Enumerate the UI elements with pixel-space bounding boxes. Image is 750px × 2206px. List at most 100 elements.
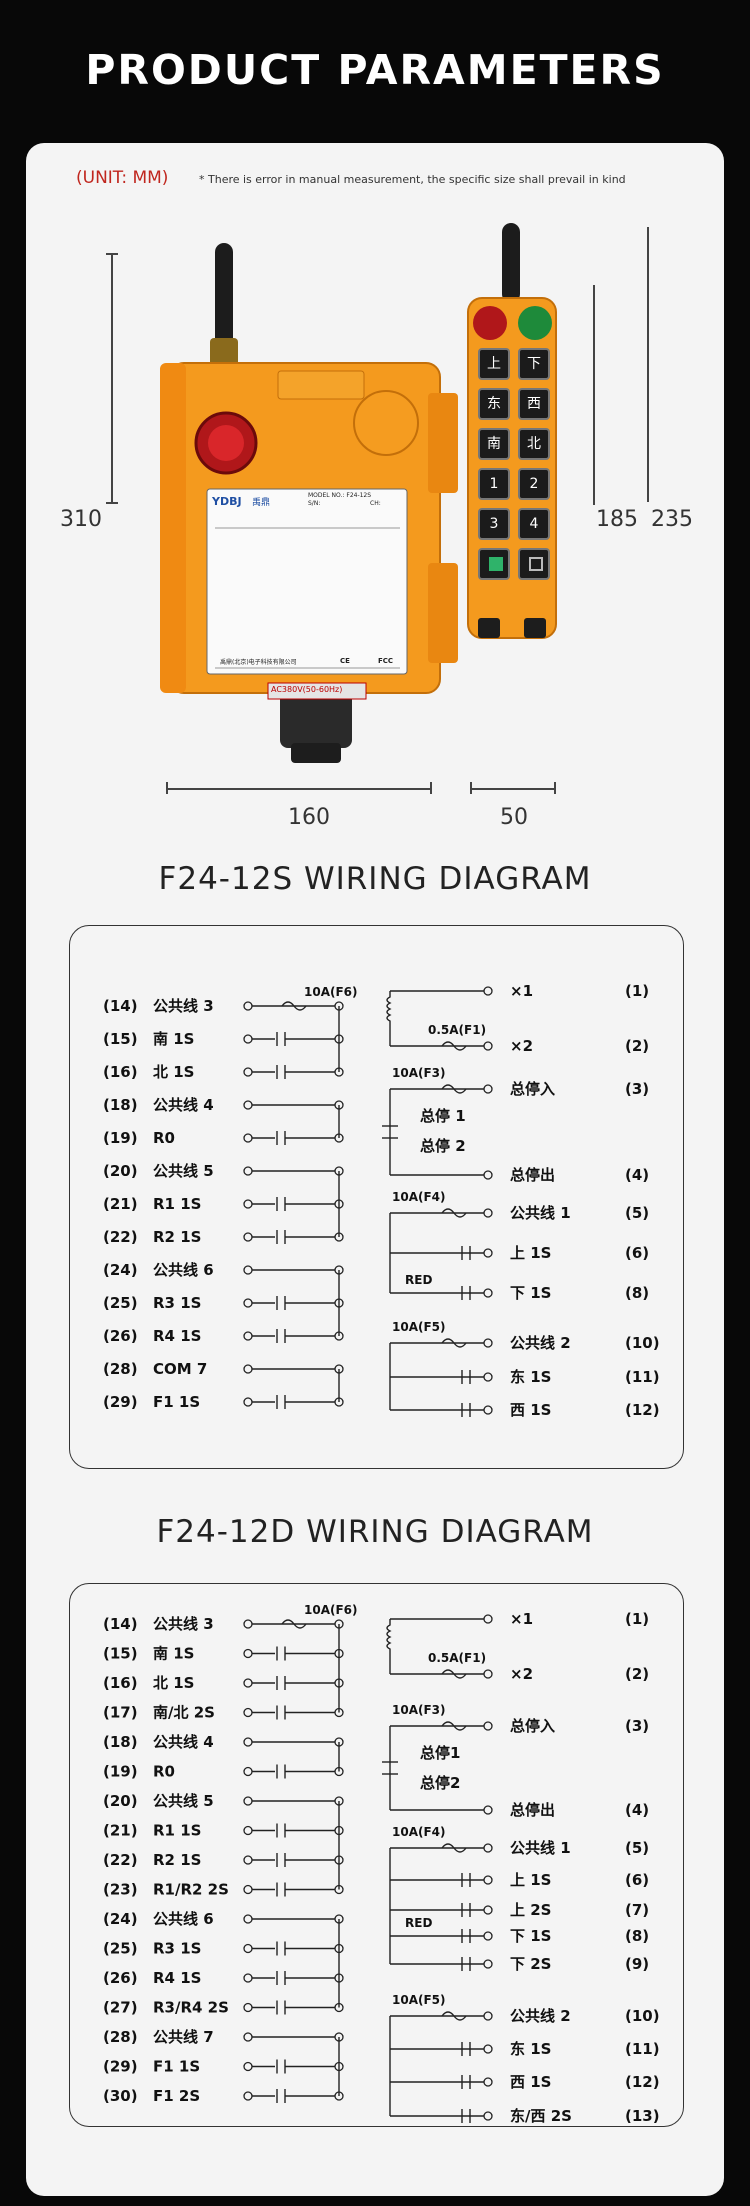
fuse-symbol bbox=[441, 1084, 467, 1094]
receiver-sn: S/N: bbox=[308, 500, 321, 507]
right-terminal-name: 下 2S bbox=[510, 1955, 551, 1973]
fuse-label: RED bbox=[405, 1916, 432, 1930]
terminal bbox=[243, 1766, 253, 1777]
left-terminal-name: R3 1S bbox=[153, 1940, 201, 1958]
terminal bbox=[243, 1825, 253, 1836]
terminal bbox=[483, 1248, 493, 1258]
fuse-label: 10A(F5) bbox=[392, 1993, 446, 2007]
fuse-label: 0.5A(F1) bbox=[428, 1651, 486, 1665]
dim-line-height-235 bbox=[647, 227, 649, 502]
right-terminal-name: ×2 bbox=[510, 1665, 533, 1683]
terminal bbox=[483, 1805, 493, 1815]
terminal bbox=[483, 1041, 493, 1051]
fuse-label: 0.5A(F1) bbox=[428, 1023, 486, 1037]
terminal bbox=[483, 1875, 493, 1885]
dim-tick bbox=[106, 253, 118, 255]
button-1[interactable]: 1 bbox=[478, 468, 510, 500]
terminal bbox=[243, 1619, 253, 1629]
terminal bbox=[243, 2002, 253, 2013]
terminal bbox=[243, 1737, 253, 1747]
receiver-fcc: FCC bbox=[378, 657, 394, 665]
fuse-symbol bbox=[441, 1843, 467, 1853]
dim-width-50: 50 bbox=[500, 805, 528, 830]
dim-line-height-big bbox=[111, 253, 113, 503]
left-terminal-number: (30) bbox=[103, 2087, 138, 2105]
terminal bbox=[243, 1133, 253, 1143]
right-terminal-name: 上 2S bbox=[510, 1901, 551, 1919]
left-terminal-number: (20) bbox=[103, 1162, 138, 1180]
right-terminal-number: (8) bbox=[625, 1284, 649, 1302]
button-north[interactable]: 北 bbox=[518, 428, 550, 460]
terminal bbox=[243, 1034, 253, 1044]
right-terminal-name: 上 1S bbox=[510, 1871, 551, 1889]
left-terminal-name: 南 1S bbox=[153, 1030, 194, 1048]
transmitter-unit: 上 下 东 西 南 北 1 2 3 4 bbox=[458, 223, 568, 763]
button-3[interactable]: 3 bbox=[478, 508, 510, 540]
right-terminal-number: (4) bbox=[625, 1166, 649, 1184]
button-start[interactable] bbox=[478, 548, 510, 580]
button-4[interactable]: 4 bbox=[518, 508, 550, 540]
diagram2-title: F24-12D WIRING DIAGRAM bbox=[156, 1514, 594, 1550]
left-terminal-name: 南 1S bbox=[153, 1645, 194, 1663]
right-terminal-number: (13) bbox=[625, 2107, 660, 2125]
right-terminal-name: 公共线 1 bbox=[510, 1839, 571, 1857]
left-terminal-number: (19) bbox=[103, 1129, 138, 1147]
right-terminal-name: 下 1S bbox=[510, 1284, 551, 1302]
dim-line-width-160 bbox=[166, 788, 431, 790]
fuse-label: 10A(F6) bbox=[304, 1603, 358, 1617]
right-terminal-name: 总停入 bbox=[510, 1080, 555, 1098]
right-terminal-name: 总停入 bbox=[510, 1717, 555, 1735]
button-up[interactable]: 上 bbox=[478, 348, 510, 380]
left-terminal-number: (28) bbox=[103, 2028, 138, 2046]
button-west[interactable]: 西 bbox=[518, 388, 550, 420]
dim-tick bbox=[554, 782, 556, 794]
right-terminal-name: ×2 bbox=[510, 1037, 533, 1055]
right-terminal-name: 东 1S bbox=[510, 1368, 551, 1386]
right-terminal-number: (5) bbox=[625, 1839, 649, 1857]
right-terminal-name: 总停出 bbox=[510, 1801, 555, 1819]
button-down[interactable]: 下 bbox=[518, 348, 550, 380]
right-terminal-name: 总停出 bbox=[510, 1166, 555, 1184]
terminal bbox=[483, 1669, 493, 1679]
terminal bbox=[243, 1364, 253, 1374]
left-terminal-name: R2 1S bbox=[153, 1851, 201, 1869]
fuse-symbol bbox=[441, 1669, 467, 1679]
right-terminal-name: ×1 bbox=[510, 1610, 533, 1628]
terminal bbox=[483, 1721, 493, 1731]
left-terminal-name: 公共线 7 bbox=[153, 2028, 214, 2046]
terminal bbox=[243, 1678, 253, 1688]
left-terminal-name: F1 1S bbox=[153, 1393, 200, 1411]
parameters-card: (UNIT: MM) * There is error in manual me… bbox=[26, 143, 724, 2196]
terminal bbox=[483, 986, 493, 996]
right-terminal-name: 公共线 1 bbox=[510, 1204, 571, 1222]
terminal bbox=[483, 1084, 493, 1094]
left-terminal-number: (21) bbox=[103, 1822, 138, 1840]
button-2[interactable]: 2 bbox=[518, 468, 550, 500]
left-terminal-number: (22) bbox=[103, 1228, 138, 1246]
fuse-symbol bbox=[441, 1208, 467, 1218]
button-east[interactable]: 东 bbox=[478, 388, 510, 420]
dim-line-height-185 bbox=[593, 285, 595, 505]
button-function[interactable] bbox=[518, 548, 550, 580]
terminal bbox=[483, 2011, 493, 2021]
left-terminal-number: (28) bbox=[103, 1360, 138, 1378]
stop-label: 总停 2 bbox=[420, 1137, 466, 1155]
terminal bbox=[243, 2032, 253, 2042]
left-terminal-name: 北 1S bbox=[153, 1674, 194, 1692]
receiver-ch: CH: bbox=[370, 500, 381, 507]
terminal bbox=[243, 1707, 253, 1718]
right-terminal-number: (5) bbox=[625, 1204, 649, 1222]
button-south[interactable]: 南 bbox=[478, 428, 510, 460]
terminal bbox=[243, 1067, 253, 1077]
left-terminal-name: 公共线 6 bbox=[153, 1261, 214, 1279]
left-terminal-name: 公共线 4 bbox=[153, 1733, 214, 1751]
terminal bbox=[483, 1170, 493, 1180]
terminal bbox=[483, 1208, 493, 1218]
right-terminal-number: (8) bbox=[625, 1927, 649, 1945]
left-terminal-number: (25) bbox=[103, 1294, 138, 1312]
terminal bbox=[243, 1298, 253, 1308]
terminal bbox=[483, 1288, 493, 1298]
diagram2-box: (14)公共线 3(15)南 1S(16)北 1S(17)南/北 2S(18)公… bbox=[69, 1583, 684, 2127]
diagram1-title: F24-12S WIRING DIAGRAM bbox=[158, 861, 592, 897]
left-terminal-number: (15) bbox=[103, 1030, 138, 1048]
